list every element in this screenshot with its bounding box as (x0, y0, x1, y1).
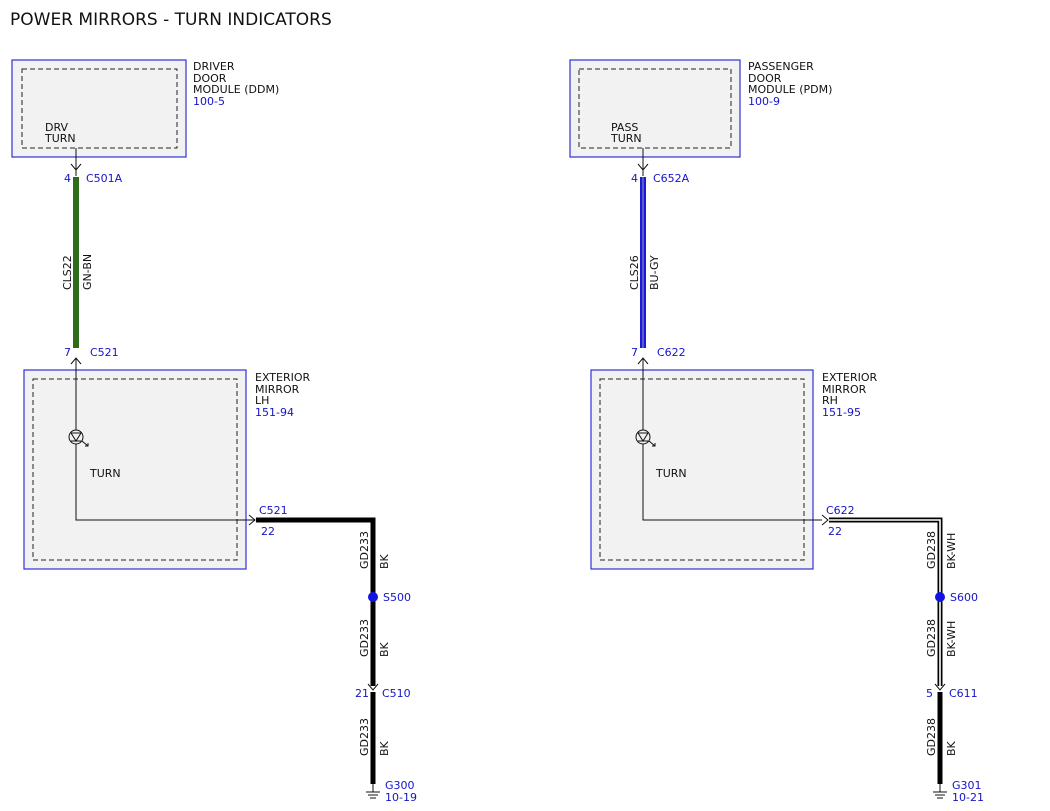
mirror-lh-name-3: LH (255, 394, 269, 407)
c622-top-connector-label[interactable]: C622 (657, 346, 686, 359)
c622-out-connector-symbol (821, 514, 829, 526)
c501a-pin: 4 (64, 172, 71, 185)
driver-door-module[interactable] (11, 59, 187, 158)
mirror-lh-internal-wire (75, 358, 255, 521)
mirror-rh-name-3: RH (822, 394, 838, 407)
pdm-name-3: MODULE (PDM) (748, 83, 832, 96)
mirror-lh-name-1: EXTERIOR (255, 371, 311, 384)
mirror-rh-name-2: MIRROR (822, 383, 867, 396)
wire-gd238-mid-color: BK-WH (945, 621, 958, 657)
wire-gd233-upper[interactable] (256, 517, 376, 686)
c652a-connector-label[interactable]: C652A (653, 172, 690, 185)
wire-cls22-circuit: CLS22 (61, 255, 74, 290)
pass-turn-label-2: TURN (610, 132, 642, 145)
wire-gd238-upper[interactable] (829, 517, 943, 686)
c510-connector-label[interactable]: C510 (382, 687, 411, 700)
ddm-ref-link[interactable]: 100-5 (193, 95, 225, 108)
c501a-connector-symbol (70, 163, 82, 171)
c521-top-pin: 7 (64, 346, 71, 359)
ddm-name-1: DRIVER (193, 60, 235, 73)
wire-gd233-upper-color: BK (378, 553, 391, 569)
pdm-name-2: DOOR (748, 72, 782, 85)
wire-gd238-lower-color: BK (945, 740, 958, 756)
splice-s500-label[interactable]: S500 (383, 591, 411, 604)
c521-out-pin: 22 (261, 525, 275, 538)
passenger-side-circuit: PASS TURN PASSENGER DOOR MODULE (PDM) 10… (569, 59, 984, 804)
c510-connector-symbol (367, 683, 379, 691)
splice-s600[interactable] (935, 592, 945, 602)
c652a-pin: 4 (631, 172, 638, 185)
ground-g300-ref-link[interactable]: 10-19 (385, 791, 417, 804)
splice-s500[interactable] (368, 592, 378, 602)
wire-cls26-color: BU-GY (648, 255, 661, 290)
pass-turn-label-1: PASS (611, 121, 638, 134)
c521-out-connector-label[interactable]: C521 (259, 504, 288, 517)
c622-out-connector-label[interactable]: C622 (826, 504, 855, 517)
driver-side-circuit: DRV TURN DRIVER DOOR MODULE (DDM) 100-5 … (11, 59, 417, 804)
mirror-lh-ref-link[interactable]: 151-94 (255, 406, 294, 419)
ground-g300-label[interactable]: G300 (385, 779, 415, 792)
driver-door-module-inner (21, 68, 178, 149)
wire-cls22-color: GN-BN (81, 254, 94, 290)
turn-lamp-rh-icon (635, 429, 656, 447)
c521-out-connector-symbol (248, 514, 256, 526)
c501a-connector-label[interactable]: C501A (86, 172, 123, 185)
turn-lamp-rh-label: TURN (655, 467, 687, 480)
pdm-ref-link[interactable]: 100-9 (748, 95, 780, 108)
wire-gd233-lower-color: BK (378, 740, 391, 756)
wire-gd238-lower-circuit: GD238 (925, 718, 938, 756)
wire-gd233-upper-circuit: GD233 (358, 531, 371, 569)
wire-gd238-upper-circuit: GD238 (925, 531, 938, 569)
c611-connector-symbol (934, 683, 946, 691)
c652a-connector-symbol (637, 163, 649, 171)
c622-top-pin: 7 (631, 346, 638, 359)
page-title: POWER MIRRORS - TURN INDICATORS (10, 10, 332, 30)
exterior-mirror-lh[interactable] (23, 369, 247, 570)
pdm-name-1: PASSENGER (748, 60, 814, 73)
wire-gd233-mid-circuit: GD233 (358, 619, 371, 657)
c611-connector-label[interactable]: C611 (949, 687, 978, 700)
ground-g300-icon (366, 784, 380, 799)
c622-out-pin: 22 (828, 525, 842, 538)
splice-s600-label[interactable]: S600 (950, 591, 978, 604)
c510-pin: 21 (355, 687, 369, 700)
ddm-name-3: MODULE (DDM) (193, 83, 279, 96)
turn-lamp-lh-icon (68, 429, 89, 447)
ddm-name-2: DOOR (193, 72, 227, 85)
wire-gd238-upper-color: BK-WH (945, 533, 958, 569)
drv-turn-label-1: DRV (45, 121, 69, 134)
wire-cls26-circuit: CLS26 (628, 255, 641, 290)
exterior-mirror-rh[interactable] (590, 369, 814, 570)
c521-top-connector-label[interactable]: C521 (90, 346, 119, 359)
c611-pin: 5 (926, 687, 933, 700)
mirror-rh-ref-link[interactable]: 151-95 (822, 406, 861, 419)
passenger-door-module[interactable] (569, 59, 741, 158)
wire-gd238-upper-stripe (829, 519, 941, 686)
mirror-rh-name-1: EXTERIOR (822, 371, 878, 384)
mirror-lh-name-2: MIRROR (255, 383, 300, 396)
ground-g301-ref-link[interactable]: 10-21 (952, 791, 984, 804)
wire-cls22[interactable] (73, 177, 79, 348)
turn-lamp-lh-label: TURN (89, 467, 121, 480)
ground-g301-icon (933, 784, 947, 799)
wire-gd233-lower-circuit: GD233 (358, 718, 371, 756)
wire-gd238-mid-circuit: GD238 (925, 619, 938, 657)
mirror-rh-internal-wire (642, 358, 822, 521)
wire-gd233-mid-color: BK (378, 641, 391, 657)
drv-turn-label-2: TURN (44, 132, 76, 145)
ground-g301-label[interactable]: G301 (952, 779, 982, 792)
passenger-door-module-inner (578, 68, 732, 149)
